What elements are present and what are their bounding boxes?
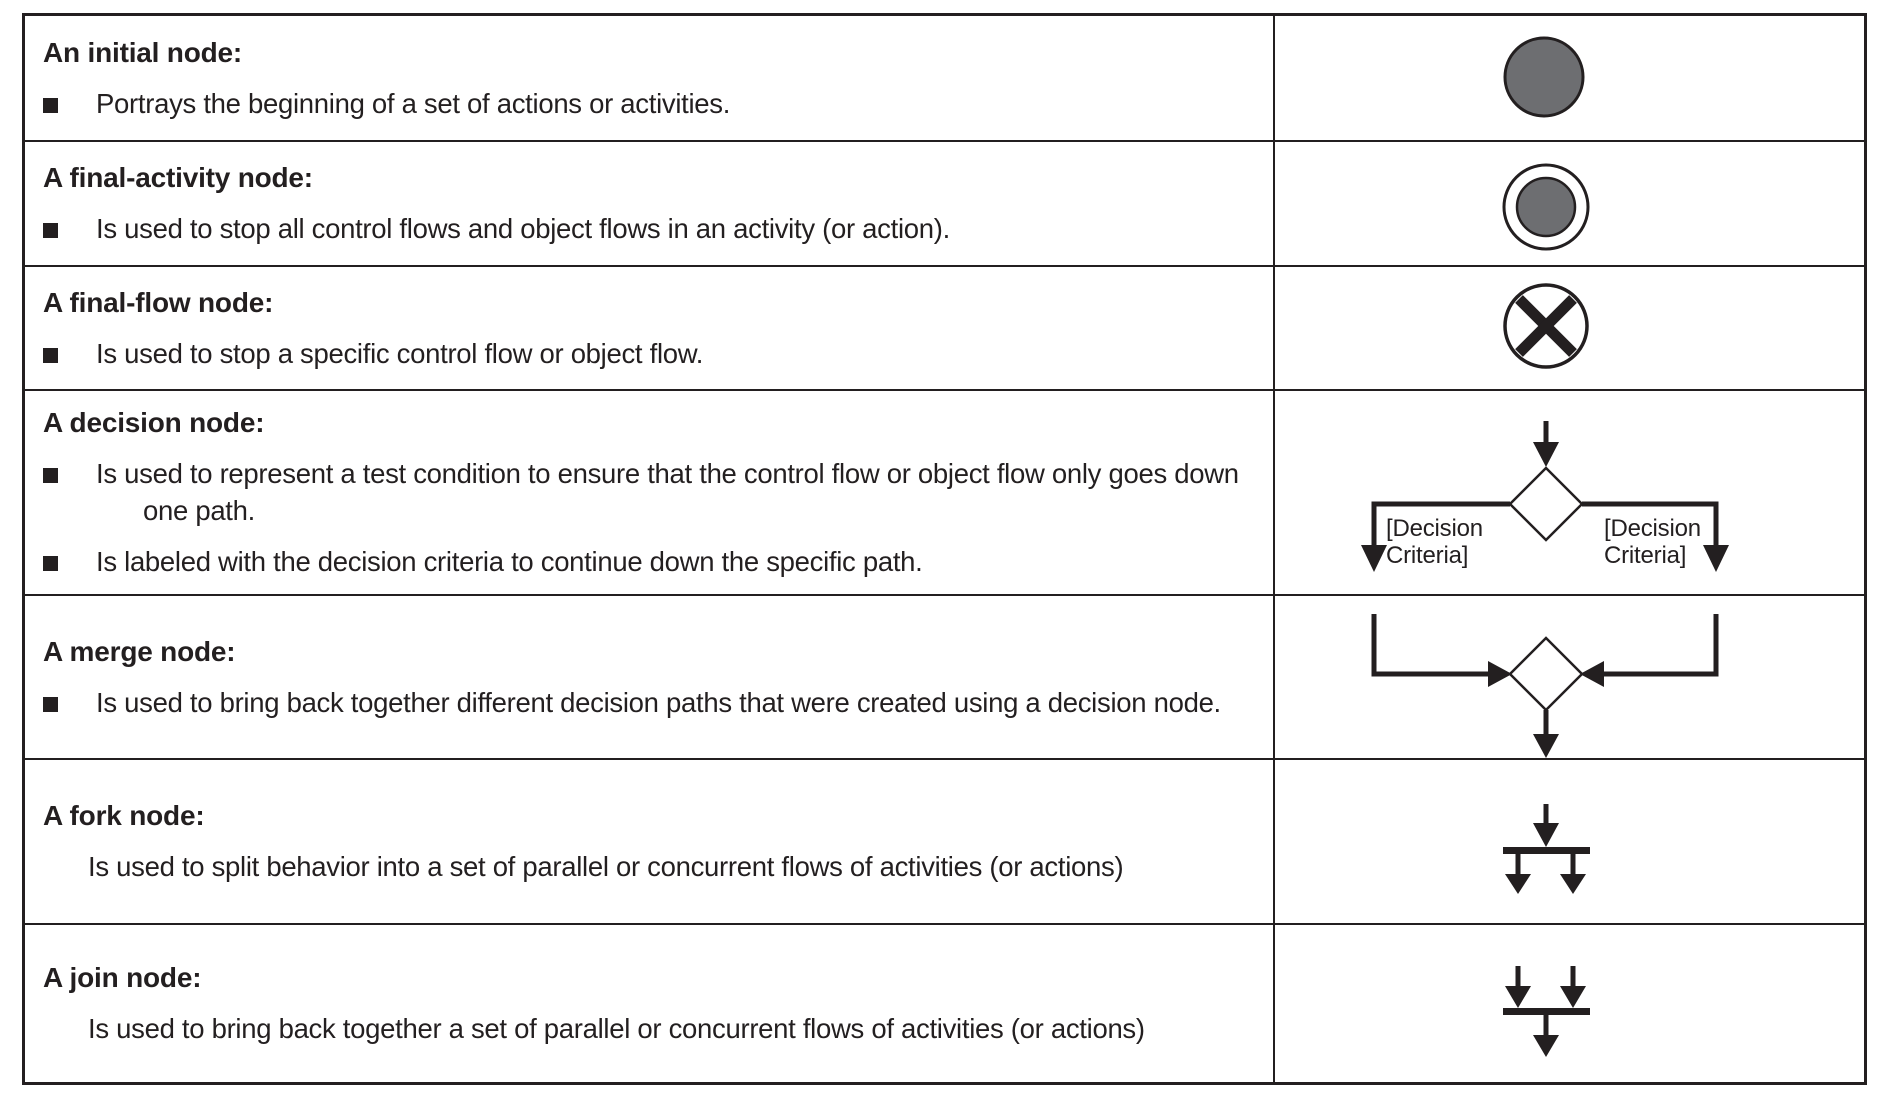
row-heading: A fork node: [43,800,205,831]
row-symbol-cell [1275,267,1864,389]
table-row: An initial node: Portrays the beginning … [25,16,1864,140]
bullet-item: Is used to stop all control flows and ob… [43,210,1251,247]
bullet-text: Is used to represent a test condition to… [96,458,1239,526]
decision-node-icon [1361,421,1729,572]
fork-node-icon [1503,804,1590,894]
row-symbol-cell [1275,760,1864,923]
row-description-cell: A fork node: Is used to split behavior i… [25,760,1275,923]
bullet-square-icon [43,223,58,238]
row-symbol-cell [1275,925,1864,1082]
bullet-text: Is labeled with the decision criteria to… [96,546,923,577]
table-row: A join node: Is used to bring back toget… [25,923,1864,1082]
row-symbol-cell [1275,596,1864,758]
bullet-text: Is used to bring back together different… [96,686,1221,718]
decision-criteria-label-left: [Decision Criteria] [1386,515,1483,569]
row-symbol-cell: [Decision Criteria] [Decision Criteria] [1275,391,1864,594]
bullet-text: Is used to stop all control flows and ob… [96,213,950,244]
row-description-cell: A join node: Is used to bring back toget… [25,925,1275,1082]
plain-item: Is used to split behavior into a set of … [43,848,1251,885]
row-description-cell: A final-activity node: Is used to stop a… [25,142,1275,265]
decision-criteria-label-right: [Decision Criteria] [1604,515,1701,569]
table-row: A merge node: Is used to bring back toge… [25,594,1864,758]
item-text: Is used to split behavior into a set of … [88,851,1124,882]
merge-node-icon [1371,614,1719,758]
bullet-square-icon [43,468,58,483]
bullet-item: Is labeled with the decision criteria to… [43,543,1251,580]
row-heading: An initial node: [43,36,243,68]
row-heading: A join node: [43,962,202,993]
row-heading: A decision node: [43,407,265,438]
final-flow-node-icon [1503,283,1589,369]
table-row: A decision node: Is used to represent a … [25,389,1864,594]
row-description-cell: An initial node: Portrays the beginning … [25,16,1275,140]
table-row: A final-flow node: Is used to stop a spe… [25,265,1864,389]
row-heading: A final-flow node: [43,286,274,318]
bullet-square-icon [43,556,58,571]
initial-node-icon [1503,36,1585,118]
bullet-item: Is used to bring back together different… [43,684,1251,721]
row-heading: A merge node: [43,635,236,667]
plain-item: Is used to bring back together a set of … [43,1010,1251,1047]
table-row: A fork node: Is used to split behavior i… [25,758,1864,923]
bullet-square-icon [43,696,58,712]
row-description-cell: A merge node: Is used to bring back toge… [25,596,1275,758]
bullet-square-icon [43,347,58,363]
bullet-item: Portrays the beginning of a set of actio… [43,85,1251,122]
bullet-square-icon [43,97,58,113]
bullet-text: Portrays the beginning of a set of actio… [96,87,731,119]
row-description-cell: A final-flow node: Is used to stop a spe… [25,267,1275,389]
join-node-icon [1503,966,1590,1057]
row-description-cell: A decision node: Is used to represent a … [25,391,1275,594]
row-heading: A final-activity node: [43,162,313,193]
final-activity-node-icon [1502,163,1590,251]
table-row: A final-activity node: Is used to stop a… [25,140,1864,265]
bullet-text: Is used to stop a specific control flow … [96,337,704,369]
row-symbol-cell [1275,142,1864,265]
notation-table: An initial node: Portrays the beginning … [22,13,1867,1085]
bullet-item: Is used to stop a specific control flow … [43,335,1251,372]
bullet-item: Is used to represent a test condition to… [43,455,1251,529]
item-text: Is used to bring back together a set of … [88,1013,1145,1044]
row-symbol-cell [1275,16,1864,140]
